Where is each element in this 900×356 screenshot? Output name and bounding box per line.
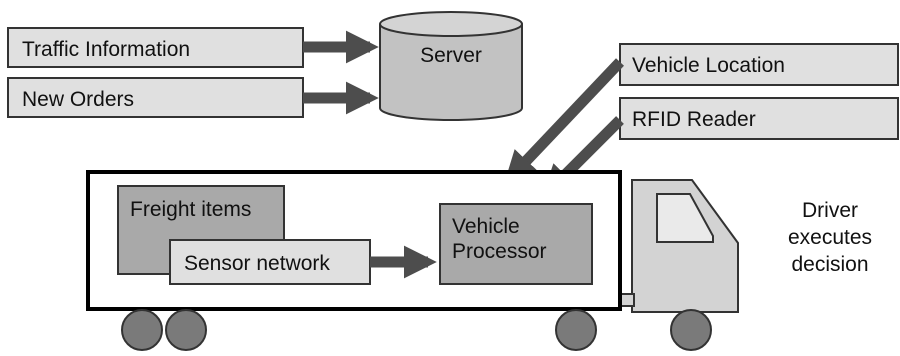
freight-items-label: Freight items bbox=[130, 198, 251, 221]
new-orders-box: New Orders bbox=[7, 77, 304, 118]
wheel-rear-1 bbox=[121, 309, 163, 351]
truck-cab bbox=[619, 179, 739, 313]
wheel-middle bbox=[555, 309, 597, 351]
trailer-hitch bbox=[619, 293, 635, 307]
cab-window bbox=[656, 193, 714, 243]
driver-decision-text: Driver executes decision bbox=[788, 199, 872, 276]
location-to-processor-arrow bbox=[503, 58, 624, 185]
server-cylinder: Server bbox=[379, 11, 523, 121]
server-label: Server bbox=[420, 44, 482, 67]
traffic-information-label: Traffic Information bbox=[22, 38, 190, 61]
wheel-front bbox=[670, 309, 712, 351]
vehicle-processor-line1: Vehicle bbox=[452, 215, 520, 238]
wheel-rear-2 bbox=[165, 309, 207, 351]
traffic-information-box: Traffic Information bbox=[7, 27, 304, 68]
rfid-reader-label: RFID Reader bbox=[632, 108, 756, 131]
driver-line2: executes bbox=[788, 226, 872, 249]
driver-line3: decision bbox=[791, 253, 868, 276]
sensor-network-label: Sensor network bbox=[184, 252, 330, 275]
rfid-reader-box: RFID Reader bbox=[619, 97, 899, 140]
new-orders-label: New Orders bbox=[22, 88, 134, 111]
vehicle-processor-box: Vehicle Processor bbox=[439, 203, 593, 285]
vehicle-location-box: Vehicle Location bbox=[619, 43, 899, 86]
vehicle-location-label: Vehicle Location bbox=[632, 54, 785, 77]
sensor-network-box: Sensor network bbox=[169, 239, 371, 285]
vehicle-processor-line2: Processor bbox=[452, 240, 547, 263]
driver-line1: Driver bbox=[802, 199, 858, 222]
